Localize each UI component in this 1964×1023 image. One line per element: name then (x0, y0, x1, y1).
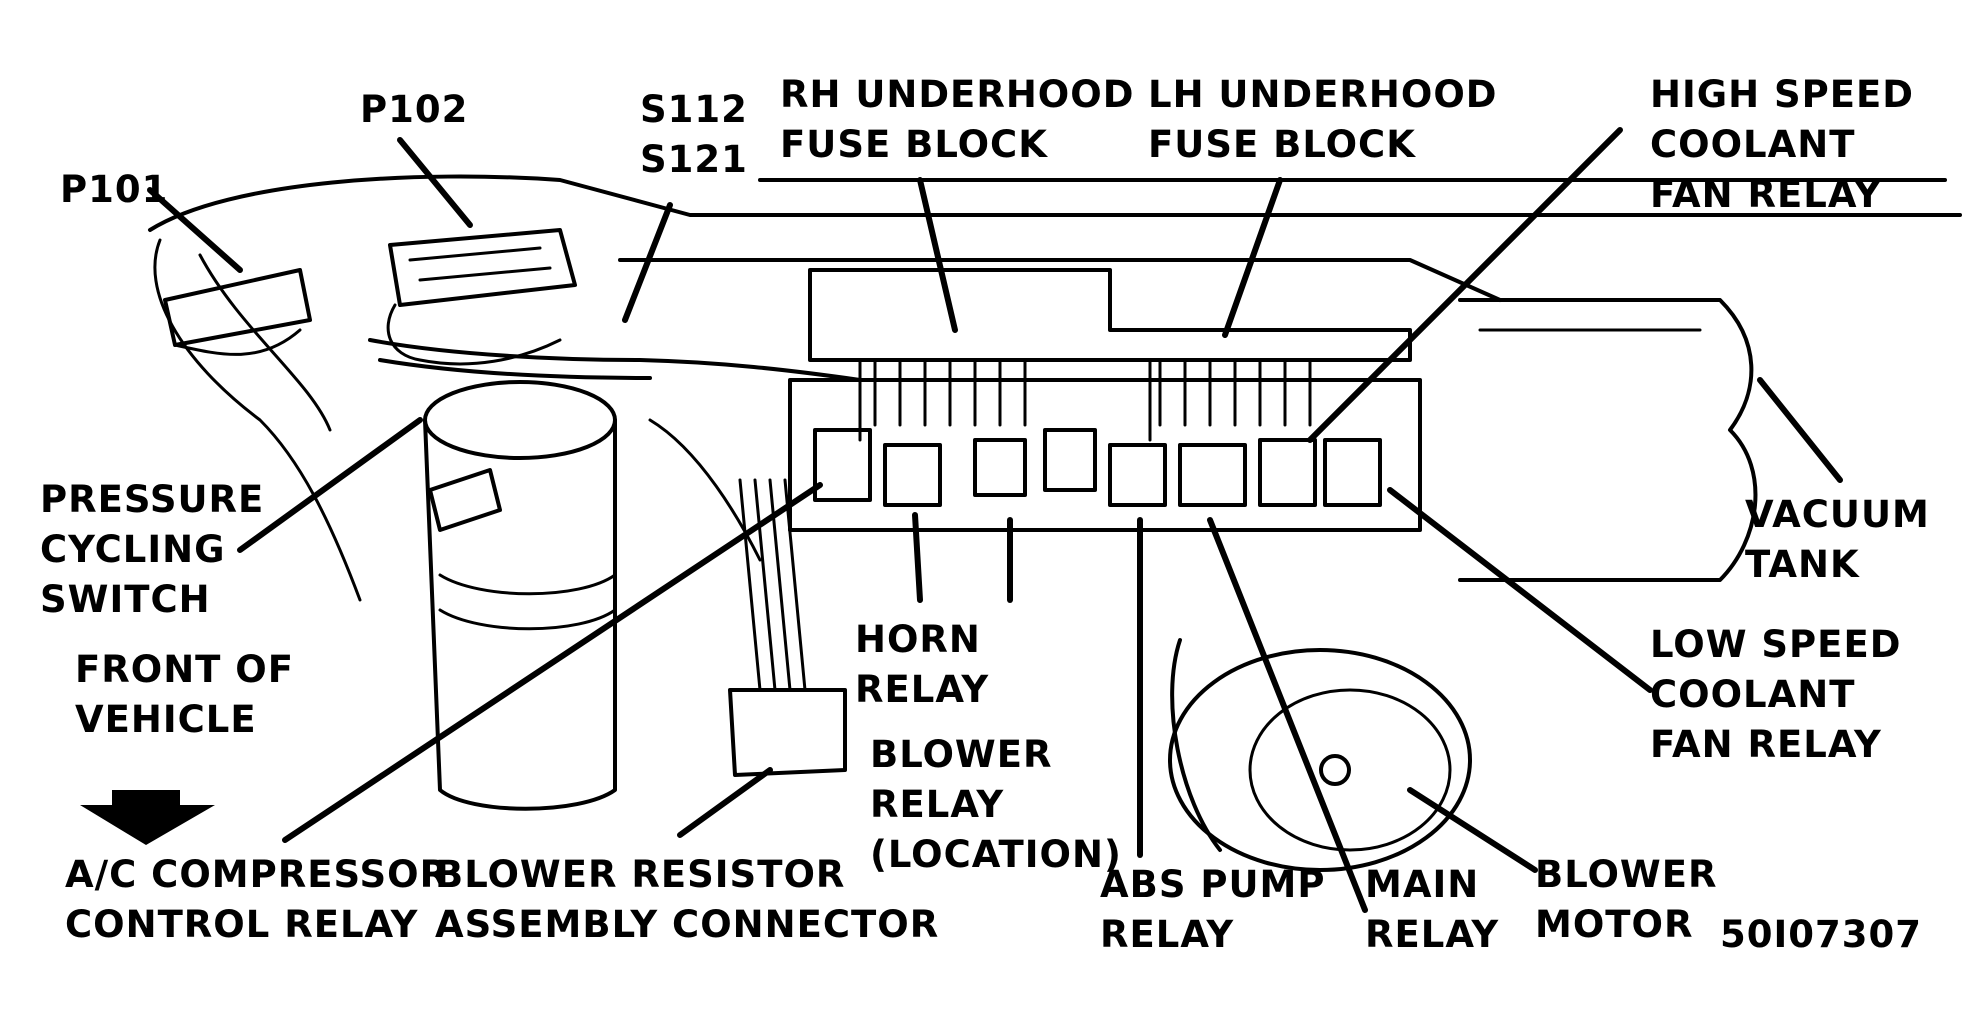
label-p102: P102 (360, 88, 469, 131)
blower-resistor-connector (728, 688, 847, 777)
relay-row (813, 358, 1382, 507)
accumulator-cylinder (423, 380, 617, 811)
label-part-number: 50I07307 (1720, 913, 1922, 956)
vacuum-tank (1458, 298, 1758, 582)
p102-connector (386, 228, 577, 366)
blower-motor (1168, 638, 1472, 872)
wiring-harness (368, 338, 862, 692)
label-p101: P101 (60, 168, 169, 211)
body-contour (148, 174, 1962, 602)
leader-lines (147, 127, 1843, 913)
p101-connector (163, 268, 312, 356)
front-arrow-icon (80, 790, 215, 845)
